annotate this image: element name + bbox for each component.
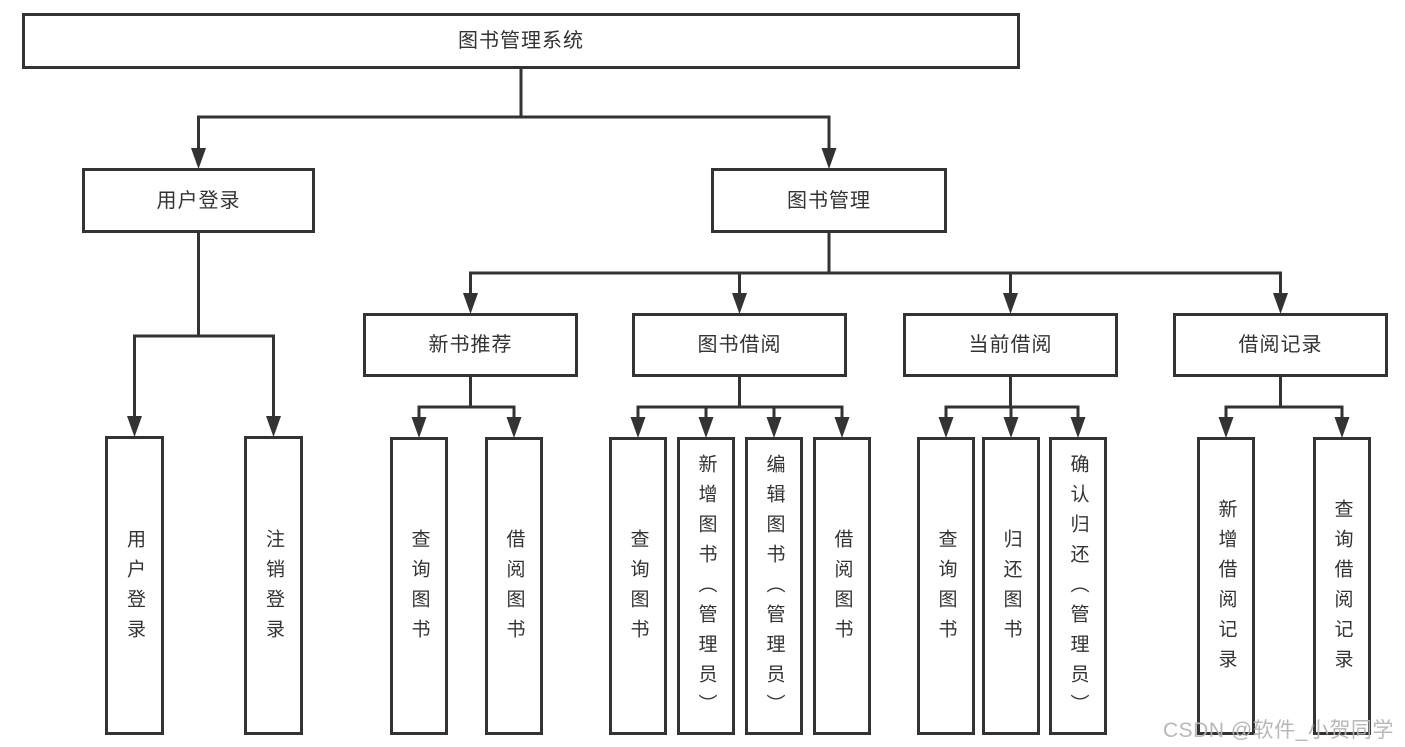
node-search-borrow-record: 查询借阅记录 [1313, 437, 1371, 735]
arrowhead-icon [630, 417, 646, 438]
arrowhead-icon [698, 417, 714, 438]
node-search-book-3: 查询图书 [917, 437, 975, 735]
node-label: 编辑图书（管理员） [763, 454, 785, 724]
arrowhead-icon [1003, 293, 1018, 314]
node-label: 注销登录 [263, 528, 284, 649]
arrowhead-icon [1003, 417, 1019, 438]
arrowhead-icon [766, 417, 782, 438]
watermark: CSDN @软件_小贺同学 [1163, 719, 1394, 742]
arrowhead-icon [506, 417, 522, 438]
node-label: 用户登录 [124, 528, 145, 649]
node-new-book-rec: 新书推荐 [363, 313, 578, 377]
node-label: 查询图书 [935, 529, 957, 649]
arrowhead-icon [1334, 417, 1350, 438]
node-label: 图书借阅 [697, 334, 782, 356]
node-label: 图书管理 [787, 189, 871, 212]
node-confirm-return-admin: 确认归还（管理员） [1049, 437, 1107, 735]
arrowhead-icon [938, 417, 954, 438]
node-label: 新增借阅记录 [1215, 499, 1237, 679]
arrowhead-icon [821, 148, 837, 169]
arrowhead-icon [1273, 293, 1288, 314]
node-label: 当前借阅 [968, 334, 1053, 356]
arrowhead-icon [834, 417, 850, 438]
node-login: 用户登录 [105, 436, 164, 735]
node-book-mgmt: 图书管理 [711, 168, 947, 233]
arrowhead-icon [191, 148, 206, 169]
arrowhead-icon [266, 416, 281, 437]
node-search-book-2: 查询图书 [609, 437, 667, 735]
arrowhead-icon [463, 293, 478, 314]
arrowhead-icon [411, 417, 427, 438]
node-borrow-record: 借阅记录 [1173, 313, 1388, 377]
node-label: 查询图书 [627, 529, 649, 649]
node-label: 新增图书（管理员） [695, 454, 717, 724]
node-current-borrow: 当前借阅 [903, 313, 1118, 377]
node-label: 查询借阅记录 [1331, 499, 1353, 679]
node-label: 图书管理系统 [458, 30, 584, 52]
node-label: 借阅记录 [1238, 334, 1323, 356]
node-book-borrow: 图书借阅 [632, 313, 847, 377]
node-borrow-book-2: 借阅图书 [813, 437, 871, 735]
node-add-borrow-record: 新增借阅记录 [1197, 437, 1255, 735]
node-label: 归还图书 [1000, 529, 1022, 649]
node-label: 借阅图书 [831, 529, 853, 649]
node-label: 查询图书 [408, 529, 430, 649]
node-add-book-admin: 新增图书（管理员） [677, 437, 735, 735]
arrowhead-icon [127, 416, 142, 437]
node-label: 用户登录 [156, 189, 241, 212]
node-return-book: 归还图书 [982, 437, 1040, 735]
node-label: 新书推荐 [428, 334, 513, 356]
node-user-login: 用户登录 [82, 168, 315, 233]
arrowhead-icon [1070, 417, 1086, 438]
node-label: 借阅图书 [503, 529, 525, 649]
node-borrow-book-1: 借阅图书 [485, 437, 543, 735]
node-search-book-1: 查询图书 [390, 437, 448, 735]
node-label: 确认归还（管理员） [1067, 454, 1089, 724]
arrowhead-icon [1218, 417, 1234, 438]
arrowhead-icon [732, 293, 747, 314]
node-logout: 注销登录 [244, 436, 303, 735]
node-root: 图书管理系统 [22, 13, 1020, 69]
node-edit-book-admin: 编辑图书（管理员） [745, 437, 803, 735]
